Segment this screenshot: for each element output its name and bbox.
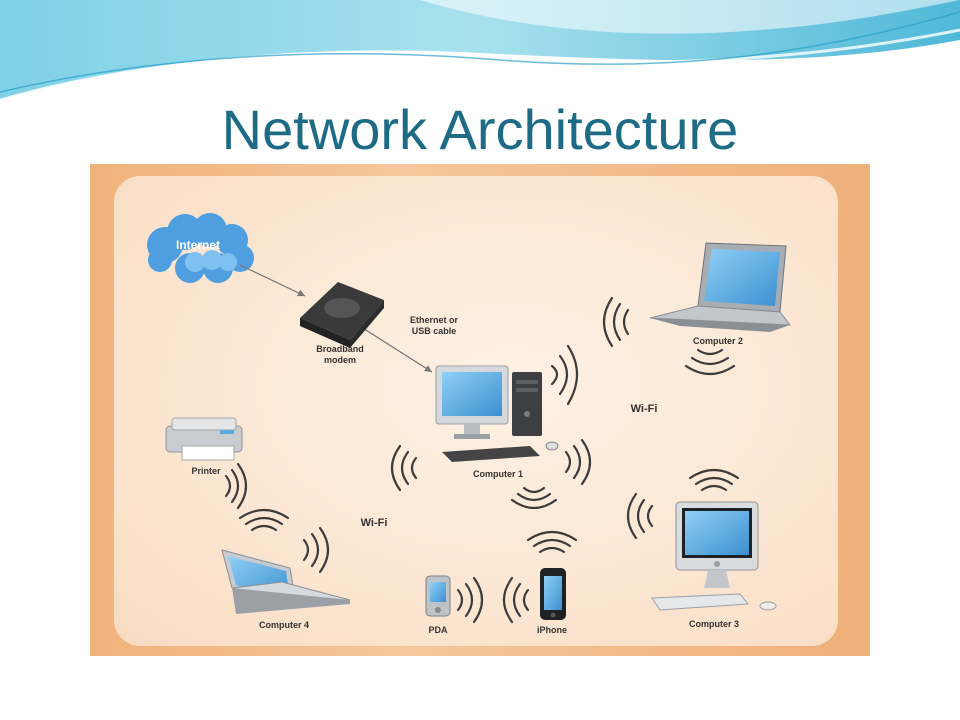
computer1-label: Computer 1 bbox=[472, 469, 523, 479]
computer3-imac-icon bbox=[651, 501, 777, 611]
computer3-label: Computer 3 bbox=[688, 619, 739, 629]
printer-icon bbox=[165, 417, 243, 461]
iphone-icon bbox=[540, 568, 566, 620]
pda-icon bbox=[425, 575, 451, 617]
pda-label: PDA bbox=[428, 625, 448, 635]
slide-title: Network Architecture bbox=[221, 98, 739, 161]
internet-label: Internet bbox=[175, 238, 220, 252]
internet-cloud-icon bbox=[147, 213, 254, 283]
computer1-desktop-icon bbox=[435, 365, 559, 462]
broadband-modem-icon bbox=[300, 282, 384, 348]
wifi-signal-icons bbox=[224, 296, 740, 624]
printer-label: Printer bbox=[191, 466, 221, 476]
computer2-label: Computer 2 bbox=[692, 336, 743, 346]
iphone-label: iPhone bbox=[536, 625, 567, 635]
modem-label-line1: Broadband bbox=[316, 344, 364, 354]
computer4-laptop-icon bbox=[221, 549, 351, 614]
modem-label: Broadband modem bbox=[304, 344, 376, 366]
computer4-label: Computer 4 bbox=[258, 620, 309, 630]
cable-label: Ethernet or USB cable bbox=[398, 315, 470, 337]
computer2-laptop-icon bbox=[649, 242, 792, 332]
cable-label-line2: USB cable bbox=[411, 326, 457, 336]
header-wave-decoration bbox=[0, 0, 960, 102]
wifi-label-left: Wi-Fi bbox=[360, 517, 388, 529]
wifi-label-right: Wi-Fi bbox=[630, 403, 658, 415]
cable-label-line1: Ethernet or bbox=[409, 315, 458, 325]
modem-label-line2: modem bbox=[323, 355, 356, 365]
